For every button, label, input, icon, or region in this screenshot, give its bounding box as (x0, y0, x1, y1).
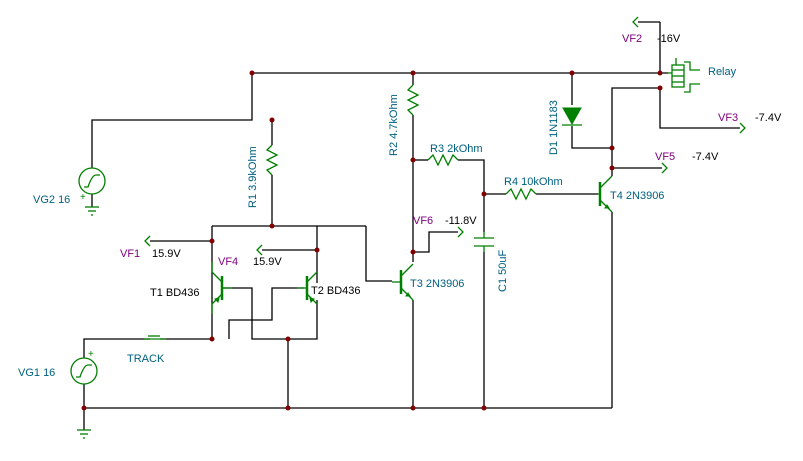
vf1-probe: VF1 15.9V (120, 235, 181, 260)
vf2-value: -16V (657, 33, 681, 45)
t3-label: T3 2N3906 (410, 278, 464, 290)
vf1-name: VF1 (120, 248, 140, 260)
r1-label: R1 3.9kOhm (247, 146, 259, 208)
d1-diode: D1 1N1183 (548, 100, 582, 155)
c1-capacitor: C1 50uF (474, 232, 509, 292)
t4-label: T4 2N3906 (610, 190, 664, 202)
vf5-value: -7.4V (692, 151, 719, 163)
vf6-value: -11.8V (445, 215, 477, 227)
ground-vg2-icon (85, 206, 99, 216)
vg1-label: VG1 16 (18, 367, 55, 379)
relay-label: Relay (708, 66, 737, 78)
r4-resistor: R4 10kOhm (504, 176, 563, 201)
track-label: TRACK (127, 353, 165, 365)
vf2-name: VF2 (622, 33, 642, 45)
vg2-label: VG2 16 (33, 194, 70, 206)
t2-label: T2 BD436 (311, 285, 361, 297)
vg2-plus-sign: + (80, 192, 86, 203)
vg1-plus-sign: + (88, 349, 94, 360)
track-switch: TRACK (127, 335, 166, 365)
relay-component: Relay (668, 58, 737, 93)
vf3-name: VF3 (718, 112, 738, 124)
t2-transistor: T2 BD436 (297, 271, 361, 305)
vf3-value: -7.4V (755, 112, 782, 124)
vf3-probe: VF3 -7.4V (718, 112, 782, 134)
ground-vg1-icon (77, 429, 91, 439)
t1-transistor: T1 BD436 (150, 262, 232, 314)
vf5-name: VF5 (655, 151, 675, 163)
r2-resistor: R2 4.7kOhm (388, 84, 420, 156)
r2-label: R2 4.7kOhm (388, 94, 400, 156)
t3-transistor: T3 2N3906 (392, 263, 464, 301)
r1-resistor: R1 3.9kOhm (247, 144, 279, 208)
junctions (81, 70, 663, 411)
vf4-probe: VF4 15.9V (218, 244, 282, 268)
r3-label: R3 2kOhm (430, 143, 483, 155)
t1-label: T1 BD436 (150, 287, 200, 299)
vg1-source: + VG1 16 (18, 349, 98, 385)
vf4-value: 15.9V (253, 256, 282, 268)
vf1-value: 15.9V (152, 248, 181, 260)
vf4-name: VF4 (218, 256, 238, 268)
c1-label: C1 50uF (497, 250, 509, 292)
vg2-source: + VG2 16 (33, 167, 106, 206)
vf2-probe: VF2 -16V (622, 16, 681, 45)
vf6-probe: VF6 -11.8V (413, 215, 477, 238)
r4-label: R4 10kOhm (504, 176, 563, 188)
vf6-name: VF6 (413, 215, 433, 227)
d1-label: D1 1N1183 (548, 100, 560, 155)
wires (83, 21, 740, 430)
t4-transistor: T4 2N3906 (598, 175, 664, 213)
vf5-probe: VF5 -7.4V (655, 151, 719, 174)
r3-resistor: R3 2kOhm (427, 143, 483, 167)
